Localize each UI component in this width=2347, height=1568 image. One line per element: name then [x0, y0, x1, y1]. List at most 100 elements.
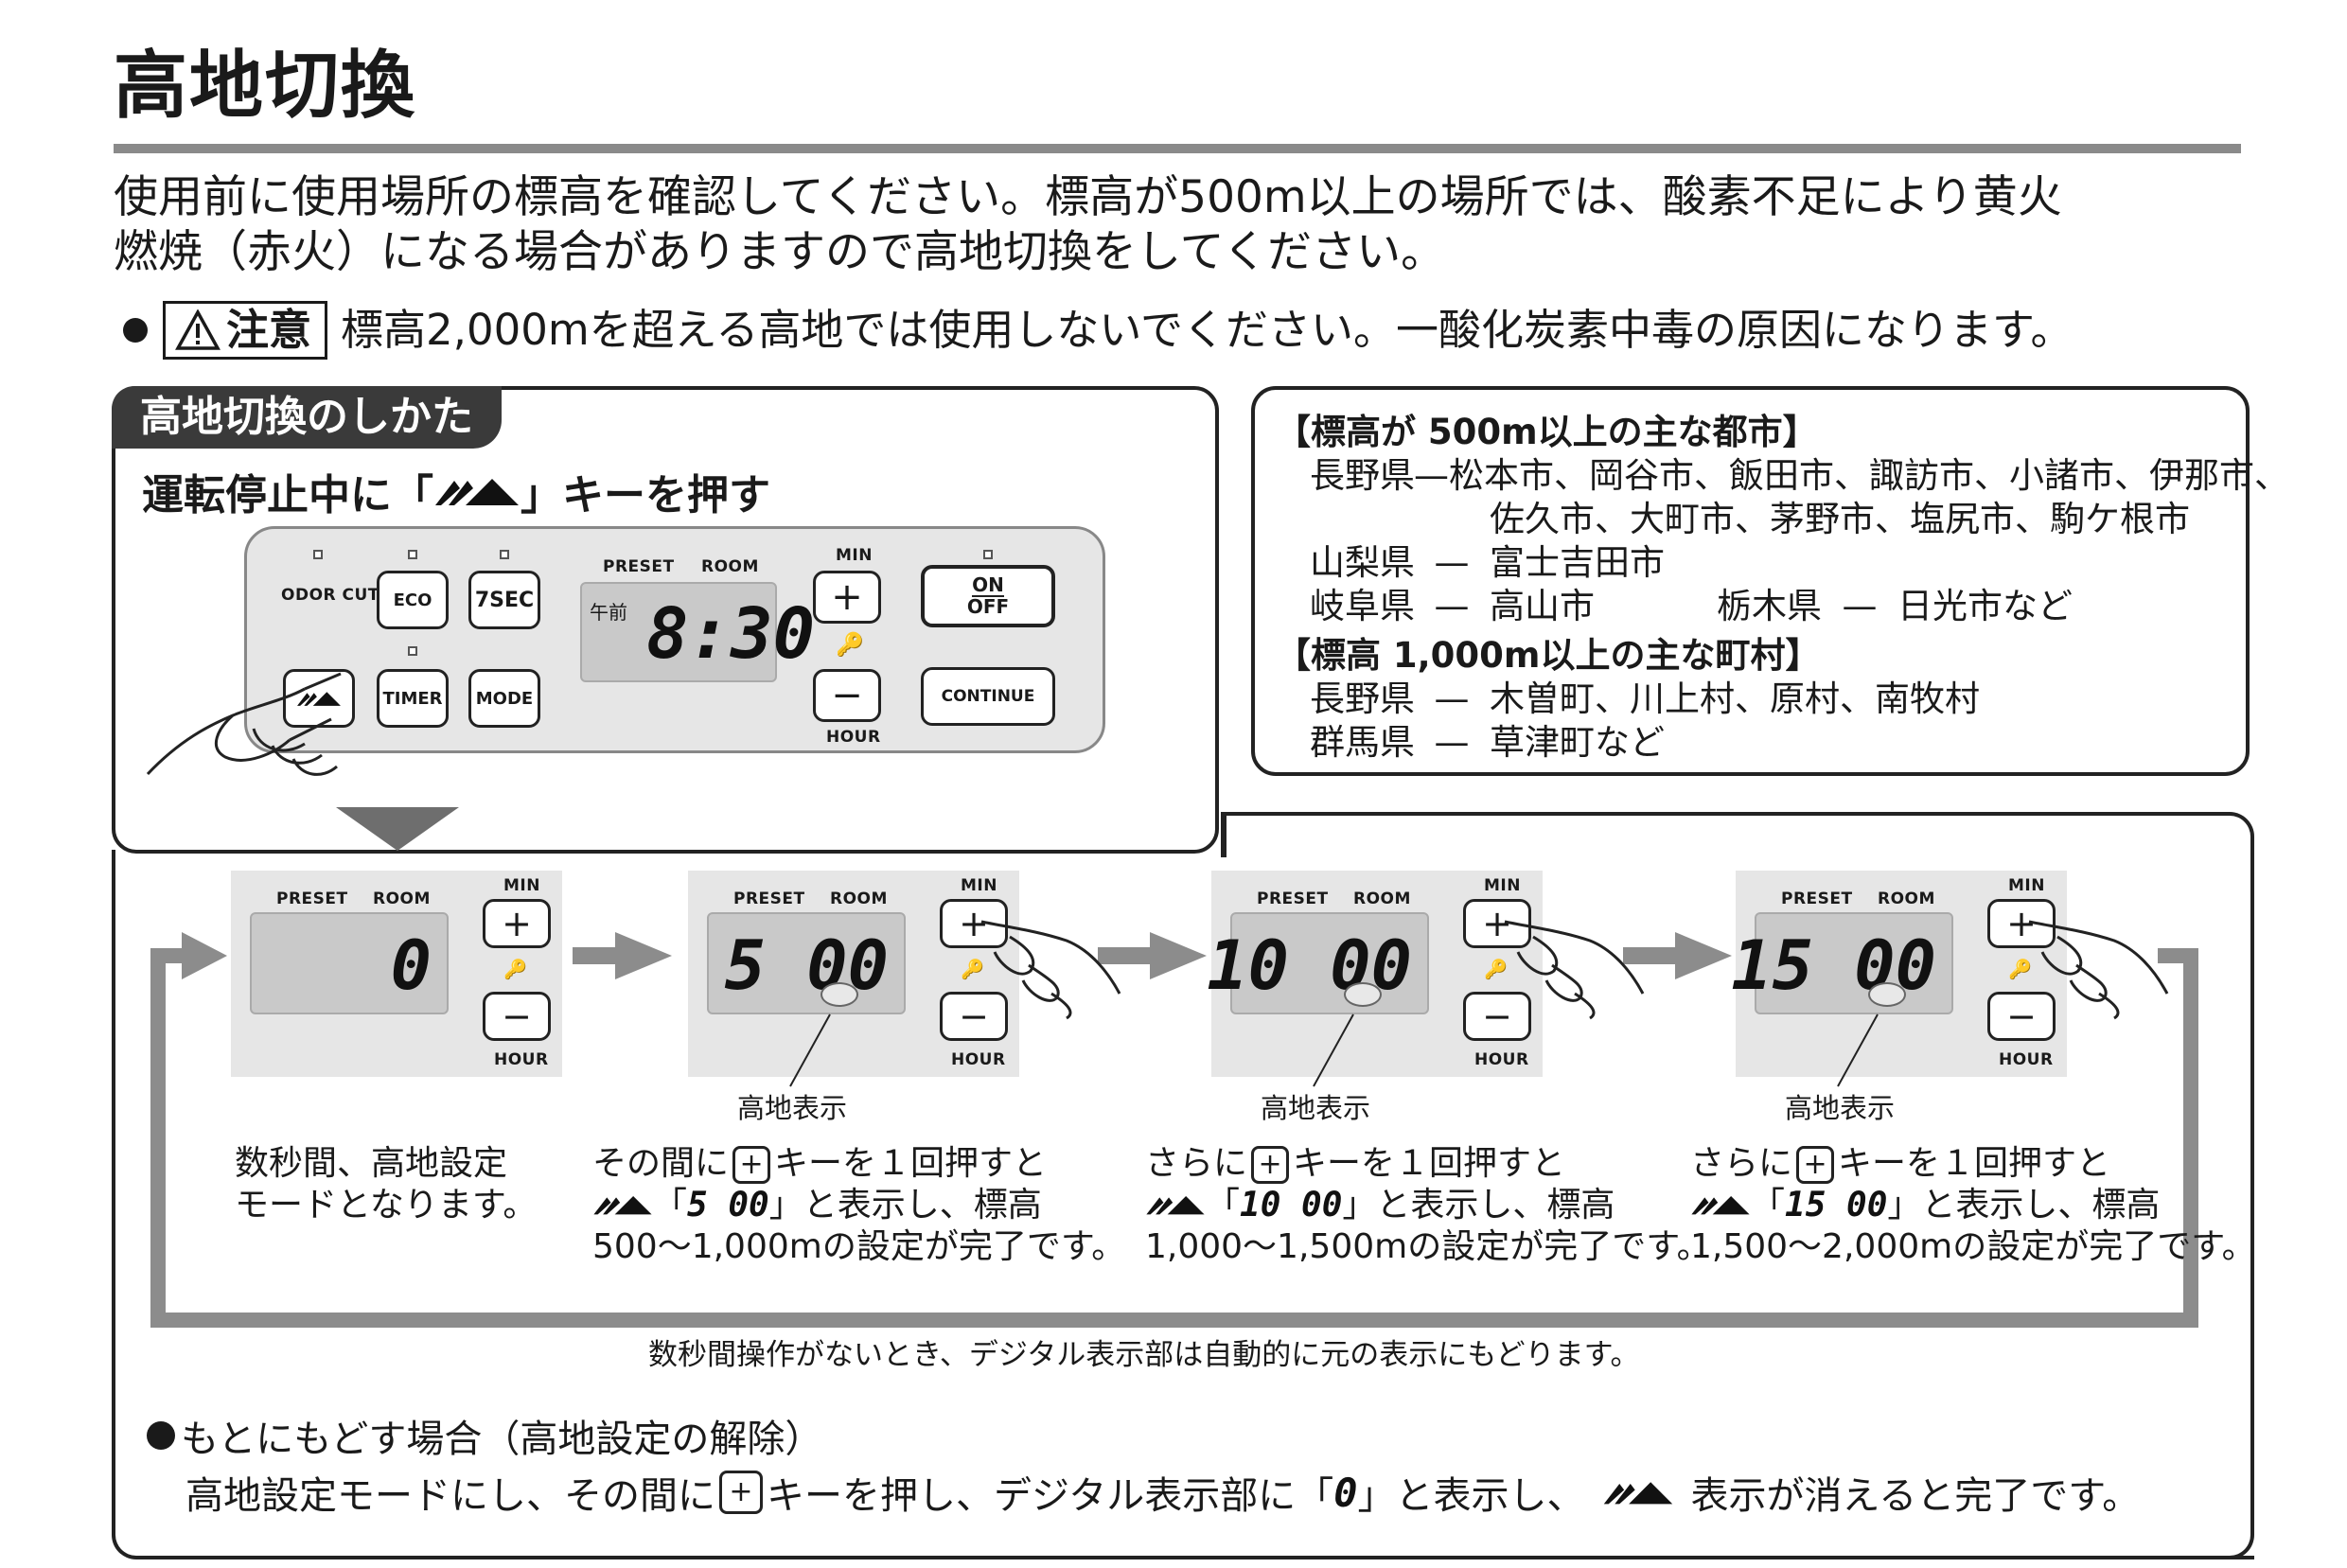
minus-button[interactable]: − [940, 992, 1008, 1041]
city-row: 長野県—松本市、岡谷市、飯田市、諏訪市、小諸市、伊那市、 [1310, 455, 2289, 496]
minus-button[interactable]: − [1987, 992, 2056, 1041]
off-label: OFF [966, 595, 1010, 618]
min-label: MIN [961, 876, 997, 895]
step-display-4: PRESET ROOM 15 00 MIN + 🔑 − HOUR [1731, 871, 2067, 1077]
intro-line-1: 使用前に使用場所の標高を確認してください。標高が500m以上の場所では、酸素不足… [114, 171, 2062, 223]
altitude-mountain-icon [1691, 1195, 1750, 1215]
hour-label: HOUR [1474, 1050, 1529, 1069]
7sec-button[interactable]: 7SEC [468, 571, 540, 629]
reset-heading: もとにもどす場合（高地設定の解除） [147, 1408, 822, 1463]
altitude-display-label: 高地表示 [737, 1092, 848, 1124]
altitude-display-label: 高地表示 [1785, 1092, 1896, 1124]
caption-step-2: その間に+キーを１回押すと 「5 00」と表示し、標高 500～1,000mの設… [592, 1144, 1126, 1266]
instruction-pre: 運転停止中に「 [142, 471, 433, 520]
odor-cut-label: ODOR CUT [281, 586, 379, 605]
power-led [983, 550, 993, 559]
step-display-2: PRESET ROOM 5 00 MIN + 🔑 − HOUR [688, 871, 1019, 1077]
control-panel: ODOR CUT ECO 7SEC TIMER MODE PRESET ROOM… [244, 526, 1105, 753]
intro-line-2: 燃焼（赤火）になる場合がありますので高地切換をしてください。 [114, 226, 1446, 278]
on-off-button[interactable]: ON OFF [921, 565, 1055, 627]
loop-arrow [150, 932, 2198, 1328]
altitude-mountain-icon [297, 692, 341, 706]
altitude-readout: 0 [390, 925, 432, 1005]
min-label: MIN [836, 546, 873, 565]
page-title: 高地切換 [114, 44, 417, 129]
altitude-mountain-icon [435, 479, 519, 505]
howto-box [112, 386, 1219, 854]
flow-frame-left [112, 850, 115, 1512]
flow-frame-bottom [112, 1476, 2254, 1559]
warning-triangle-icon [175, 309, 221, 350]
hour-label: HOUR [826, 728, 881, 747]
room-label: ROOM [1353, 890, 1411, 908]
preset-label: PRESET [1257, 890, 1329, 908]
lock-key-icon: 🔑 [1484, 958, 1508, 980]
bullet-icon [147, 1421, 175, 1450]
minus-button[interactable]: − [483, 992, 551, 1041]
hand-illustration [146, 672, 342, 776]
room-label: ROOM [373, 890, 431, 908]
preset-label: PRESET [1781, 890, 1853, 908]
caution-badge: 注意 [163, 301, 328, 360]
altitude-readout: 15 00 [1731, 925, 1936, 1005]
minus-button[interactable]: − [1463, 992, 1531, 1041]
caption-step-3: さらに+キーを１回押すと 「10 00」と表示し、標高 1,000～1,500m… [1145, 1144, 1711, 1266]
altitude-mountain-icon [1146, 1195, 1205, 1215]
eco-button[interactable]: ECO [377, 571, 449, 629]
lcd-display: 5 00 [707, 912, 906, 1014]
city-row: 岐阜県—高山市栃木県—日光市など [1310, 586, 2073, 626]
bullet-icon [123, 318, 148, 343]
step-display-1: PRESET ROOM 0 MIN + 🔑 − HOUR [231, 871, 562, 1077]
timer-button[interactable]: TIMER [377, 669, 449, 728]
altitude-display-label: 高地表示 [1261, 1092, 1371, 1124]
leader-line [789, 1013, 831, 1087]
clock-readout: 8:30 [646, 593, 816, 675]
auto-return-note: 数秒間操作がないとき、デジタル表示部は自動的に元の表示にもどります。 [648, 1338, 1640, 1372]
preset-label: PRESET [733, 890, 805, 908]
lcd-display: 15 00 [1731, 912, 1953, 1014]
cities-heading-1000: 【標高 1,000m以上の主な町村】 [1276, 635, 1821, 676]
leader-line [1313, 1013, 1354, 1087]
altitude-indicator-highlight [1868, 982, 1906, 1007]
cities-heading-500: 【標高が 500m以上の主な都市】 [1276, 412, 1818, 452]
altitude-readout: 5 00 [724, 925, 889, 1005]
room-label: ROOM [1878, 890, 1935, 908]
continue-button[interactable]: CONTINUE [921, 667, 1055, 726]
lcd-display: 午前 8:30 [580, 582, 815, 682]
hour-label: HOUR [951, 1050, 1006, 1069]
preset-label: PRESET [276, 890, 348, 908]
lock-key-icon: 🔑 [961, 958, 984, 980]
plus-button[interactable]: + [483, 899, 551, 948]
city-row: 群馬県—草津町など [1310, 722, 1665, 763]
odor-cut-led [313, 550, 323, 559]
timer-led [408, 646, 417, 656]
altitude-indicator-highlight [1344, 982, 1382, 1007]
min-label: MIN [503, 876, 540, 895]
city-row: 長野県—木曽町、川上村、原村、南牧村 [1310, 678, 1980, 719]
caution-label: 注意 [226, 305, 312, 355]
on-label: ON [972, 573, 1004, 597]
minus-button[interactable]: − [813, 669, 881, 722]
lock-key-icon: 🔑 [503, 958, 527, 980]
plus-key-icon: + [1251, 1146, 1290, 1184]
caption-step-1: 数秒間、高地設定 モードとなります。 [235, 1144, 538, 1224]
plus-key-icon: + [719, 1471, 763, 1514]
title-divider [114, 144, 2241, 153]
hand-illustration [2028, 920, 2169, 1020]
howto-instruction: 運転停止中に「 」キーを押す [142, 461, 770, 521]
down-arrow-icon [336, 807, 459, 851]
caption-step-4: さらに+キーを１回押すと 「15 00」と表示し、標高 1,500～2,000m… [1690, 1144, 2256, 1266]
cities-box: 【標高が 500m以上の主な都市】 長野県—松本市、岡谷市、飯田市、諏訪市、小諸… [1251, 386, 2289, 776]
plus-button[interactable]: + [813, 571, 881, 624]
intro-text: 使用前に使用場所の標高を確認してください。標高が500m以上の場所では、酸素不足… [114, 170, 2252, 280]
altitude-mountain-icon [1603, 1482, 1672, 1505]
step-display-3: PRESET ROOM 10 00 MIN + 🔑 − HOUR [1207, 871, 1543, 1077]
lock-key-icon: 🔑 [2008, 958, 2032, 980]
caution-text: 標高2,000mを超える高地では使用しないでください。一酸化炭素中毒の原因になり… [341, 305, 2073, 355]
mode-button[interactable]: MODE [468, 669, 540, 728]
reset-text: 高地設定モードにし、その間に + キーを押し、デジタル表示部に「 0 」と表示し… [185, 1469, 2141, 1519]
lcd-display: 0 [250, 912, 449, 1014]
room-label: ROOM [830, 890, 888, 908]
caution-row: 注意 標高2,000mを超える高地では使用しないでください。一酸化炭素中毒の原因… [123, 301, 2073, 360]
min-label: MIN [2008, 876, 2045, 895]
